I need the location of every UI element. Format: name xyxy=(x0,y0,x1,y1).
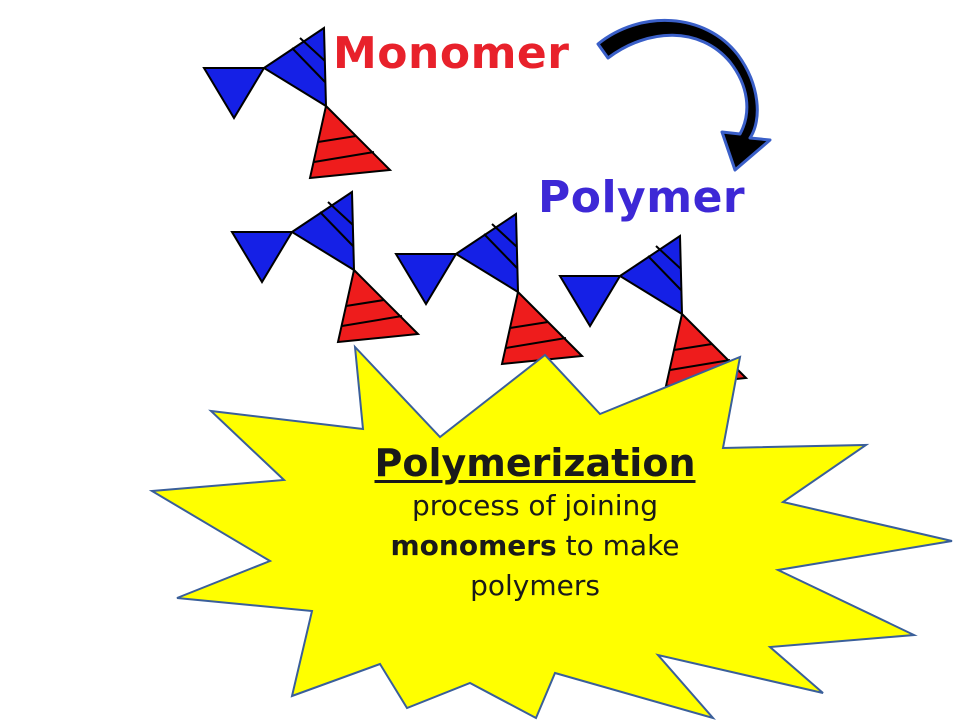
monomer-label: Monomer xyxy=(333,28,570,79)
callout-line-2: monomers to make xyxy=(350,526,720,566)
polymer-unit-1 xyxy=(231,191,419,343)
polymer-unit-2 xyxy=(395,213,583,365)
polymer-unit-3 xyxy=(559,235,747,387)
callout-line-3: polymers xyxy=(470,569,600,602)
polymer-label: Polymer xyxy=(538,172,746,223)
callout-text: Polymerization process of joining monome… xyxy=(350,440,720,606)
curved-arrow-icon xyxy=(596,19,772,172)
callout-title: Polymerization xyxy=(374,441,696,485)
callout-line-1: process of joining xyxy=(411,489,659,522)
starburst-callout xyxy=(148,344,953,720)
callout-keyword: monomers xyxy=(390,529,557,562)
callout-line-2-rest: to make xyxy=(556,529,680,562)
